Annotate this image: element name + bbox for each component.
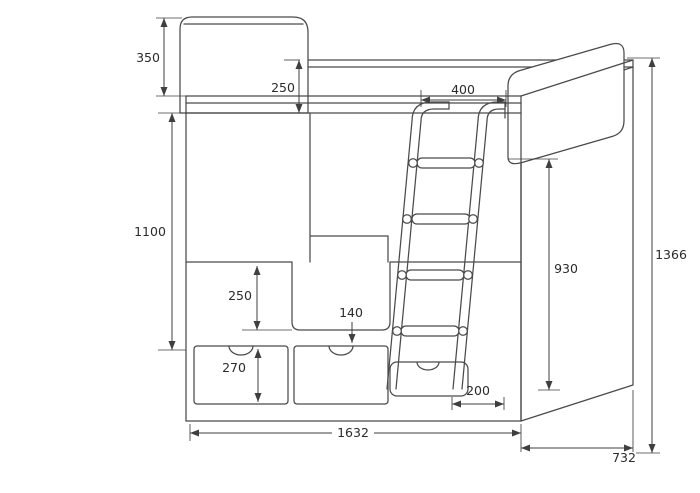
ladder-rung (400, 325, 460, 337)
interior-step (309, 235, 389, 263)
right-headboard (507, 42, 625, 165)
dim-headboard-height-label: 350 (136, 50, 160, 65)
ladder-knob (468, 214, 478, 224)
ladder-rung (405, 269, 465, 281)
dim-lower-front-height: 250 (228, 266, 292, 331)
dim-ladder-opening-width: 400 (420, 82, 507, 107)
dim-side-panel-height: 930 (508, 158, 578, 391)
ladder-knob (408, 158, 418, 168)
dim-overall-depth-label: 732 (612, 450, 636, 465)
ladder-hook-right-inner (486, 108, 506, 122)
dim-upper-rail-height: 250 (271, 59, 303, 113)
ladder-rung (411, 213, 471, 225)
lower-front-panel (185, 261, 522, 331)
drawer-left-handle (228, 345, 254, 356)
ladder-knob (463, 270, 473, 280)
ladder (386, 101, 506, 390)
platform-depth-edge (520, 59, 634, 97)
ladder-knob (458, 326, 468, 336)
bottom-step-handle (416, 361, 440, 371)
dim-overall-height-label: 1366 (655, 247, 687, 262)
dim-side-panel-height-label: 930 (554, 261, 578, 276)
ladder-rail (386, 120, 413, 390)
dim-step-depth: 200 (451, 383, 505, 410)
bottom-step (389, 361, 469, 397)
ladder-knob (474, 158, 484, 168)
dimension-annotations: 350 250 400 1100 250 140 (134, 17, 687, 465)
dim-overall-depth: 732 (521, 390, 636, 465)
dim-mid-section-height: 1100 (134, 112, 186, 351)
dim-lower-front-height-label: 250 (228, 288, 252, 303)
dim-ladder-opening-width-label: 400 (451, 82, 475, 97)
dim-headboard-height: 350 (136, 17, 186, 97)
ladder-rung (416, 157, 476, 169)
ladder-knob (397, 270, 407, 280)
drawer-left (193, 345, 289, 405)
dim-overall-width-label: 1632 (337, 425, 369, 440)
dim-step-depth-label: 200 (466, 383, 490, 398)
dim-upper-rail-height-label: 250 (271, 80, 295, 95)
dim-mid-section-height-label: 1100 (134, 224, 166, 239)
ladder-knob (402, 214, 412, 224)
dim-rail-height: 140 (339, 305, 363, 343)
left-headboard (179, 16, 309, 114)
dim-drawer-height: 270 (222, 349, 262, 402)
dim-overall-height: 1366 (627, 57, 687, 454)
ladder-hook-left-inner (420, 108, 450, 122)
drawer-right-handle (328, 345, 354, 356)
dim-rail-height-label: 140 (339, 305, 363, 320)
ladder-hook-left (411, 101, 450, 122)
dim-overall-width: 1632 (189, 424, 522, 452)
dim-drawer-height-label: 270 (222, 360, 246, 375)
ladder-knob (392, 326, 402, 336)
